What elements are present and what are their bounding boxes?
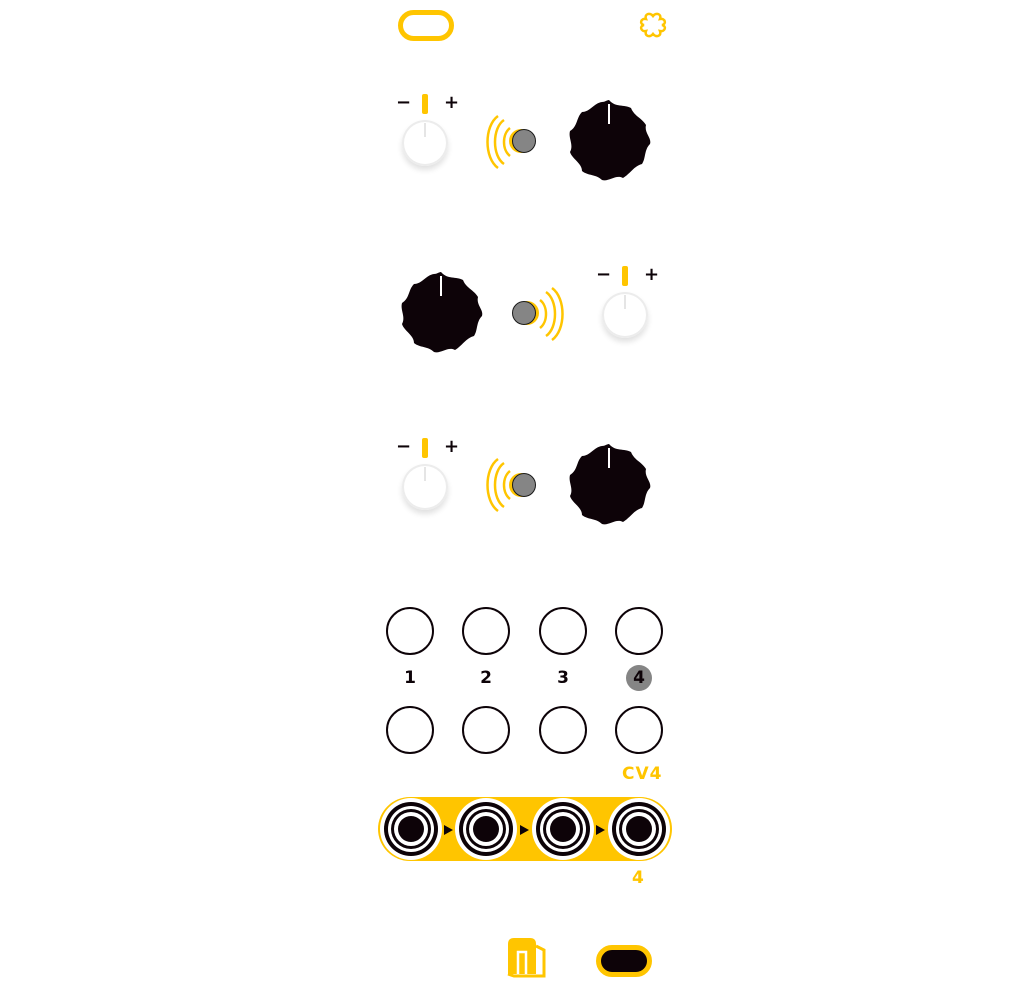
large-knob[interactable]	[566, 442, 652, 528]
arrow-icon	[444, 825, 453, 835]
attenuverter-2[interactable]: − +	[596, 264, 660, 366]
cv-label: CV4	[622, 764, 663, 784]
step-button-top-3[interactable]	[539, 607, 587, 655]
attenuverter-1[interactable]: − +	[396, 92, 460, 194]
step-button-bottom-4[interactable]	[615, 706, 663, 754]
led-indicator	[512, 301, 536, 325]
attenuverter-knob[interactable]	[602, 292, 648, 338]
modulation-waves-icon	[482, 112, 512, 172]
arrow-icon	[520, 825, 529, 835]
plus-label: +	[644, 264, 660, 285]
step-button-bottom-3[interactable]	[539, 706, 587, 754]
top-mounting-hole	[398, 10, 454, 41]
step-button-bottom-1[interactable]	[386, 706, 434, 754]
attenuverter-knob[interactable]	[402, 120, 448, 166]
clover-logo-icon	[639, 12, 667, 38]
output-label: 4	[632, 868, 645, 888]
step-button-top-2[interactable]	[462, 607, 510, 655]
arrow-icon	[596, 825, 605, 835]
bottom-mounting-hole	[596, 945, 652, 977]
large-knob[interactable]	[398, 270, 484, 356]
step-number-3: 3	[557, 668, 569, 688]
brand-logo-icon	[504, 936, 546, 978]
step-button-top-1[interactable]	[386, 607, 434, 655]
jack-4[interactable]	[608, 798, 670, 860]
step-number-1: 1	[404, 668, 416, 688]
zero-marker	[622, 266, 628, 286]
led-indicator	[512, 473, 536, 497]
step-button-bottom-2[interactable]	[462, 706, 510, 754]
attenuverter-knob[interactable]	[402, 464, 448, 510]
led-indicator	[512, 129, 536, 153]
minus-label: −	[596, 264, 612, 285]
zero-marker	[422, 438, 428, 458]
jack-1[interactable]	[380, 798, 442, 860]
minus-label: −	[396, 436, 412, 457]
large-knob[interactable]	[566, 98, 652, 184]
plus-label: +	[444, 92, 460, 113]
zero-marker	[422, 94, 428, 114]
attenuverter-3[interactable]: − +	[396, 436, 460, 538]
step-number-2: 2	[480, 668, 492, 688]
step-button-top-4[interactable]	[615, 607, 663, 655]
modulation-waves-icon	[482, 455, 512, 515]
minus-label: −	[396, 92, 412, 113]
jack-3[interactable]	[532, 798, 594, 860]
jack-2[interactable]	[455, 798, 517, 860]
modulation-waves-icon	[538, 284, 568, 344]
plus-label: +	[444, 436, 460, 457]
step-number-4-active: 4	[626, 665, 652, 691]
